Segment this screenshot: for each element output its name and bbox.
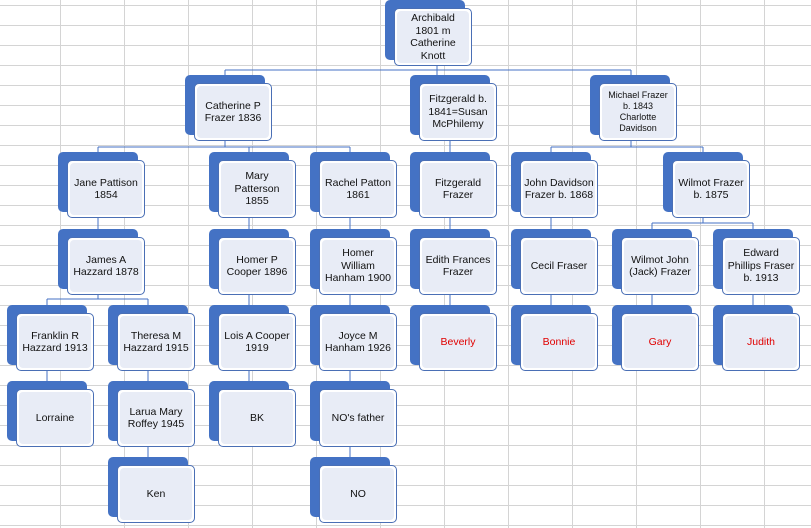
node-label: NO [322,468,394,520]
node-label: Cecil Fraser [523,240,595,292]
node-label: Mary Patterson 1855 [221,163,293,215]
node-label: Lois A Cooper 1919 [221,316,293,368]
node-label: John Davidson Frazer b. 1868 [523,163,595,215]
node-label: Fitzgerald b. 1841=Susan McPhilemy [422,86,494,138]
node-label: James A Hazzard 1878 [70,240,142,292]
node-label: Bonnie [523,316,595,368]
node-label: BK [221,392,293,444]
node-label: Homer William Hanham 1900 [322,240,394,292]
node-label: Homer P Cooper 1896 [221,240,293,292]
node-label: Wilmot Frazer b. 1875 [675,163,747,215]
node-label: Rachel Patton 1861 [322,163,394,215]
node-label: Franklin R Hazzard 1913 [19,316,91,368]
node-label: Archibald 1801 m Catherine Knott [397,11,469,63]
node-label: Ken [120,468,192,520]
node-label: Michael Frazer b. 1843 Charlotte Davidso… [602,86,674,138]
node-label: Catherine P Frazer 1836 [197,86,269,138]
node-label: NO's father [322,392,394,444]
node-label: Larua Mary Roffey 1945 [120,392,192,444]
node-label: Beverly [422,316,494,368]
node-label: Judith [725,316,797,368]
node-label: Jane Pattison 1854 [70,163,142,215]
node-label: Theresa M Hazzard 1915 [120,316,192,368]
node-label: Fitzgerald Frazer [422,163,494,215]
node-label: Gary [624,316,696,368]
node-label: Edward Phillips Fraser b. 1913 [725,240,797,292]
node-label: Wilmot John (Jack) Frazer [624,240,696,292]
node-label: Edith Frances Frazer [422,240,494,292]
node-label: Lorraine [19,392,91,444]
node-label: Joyce M Hanham 1926 [322,316,394,368]
